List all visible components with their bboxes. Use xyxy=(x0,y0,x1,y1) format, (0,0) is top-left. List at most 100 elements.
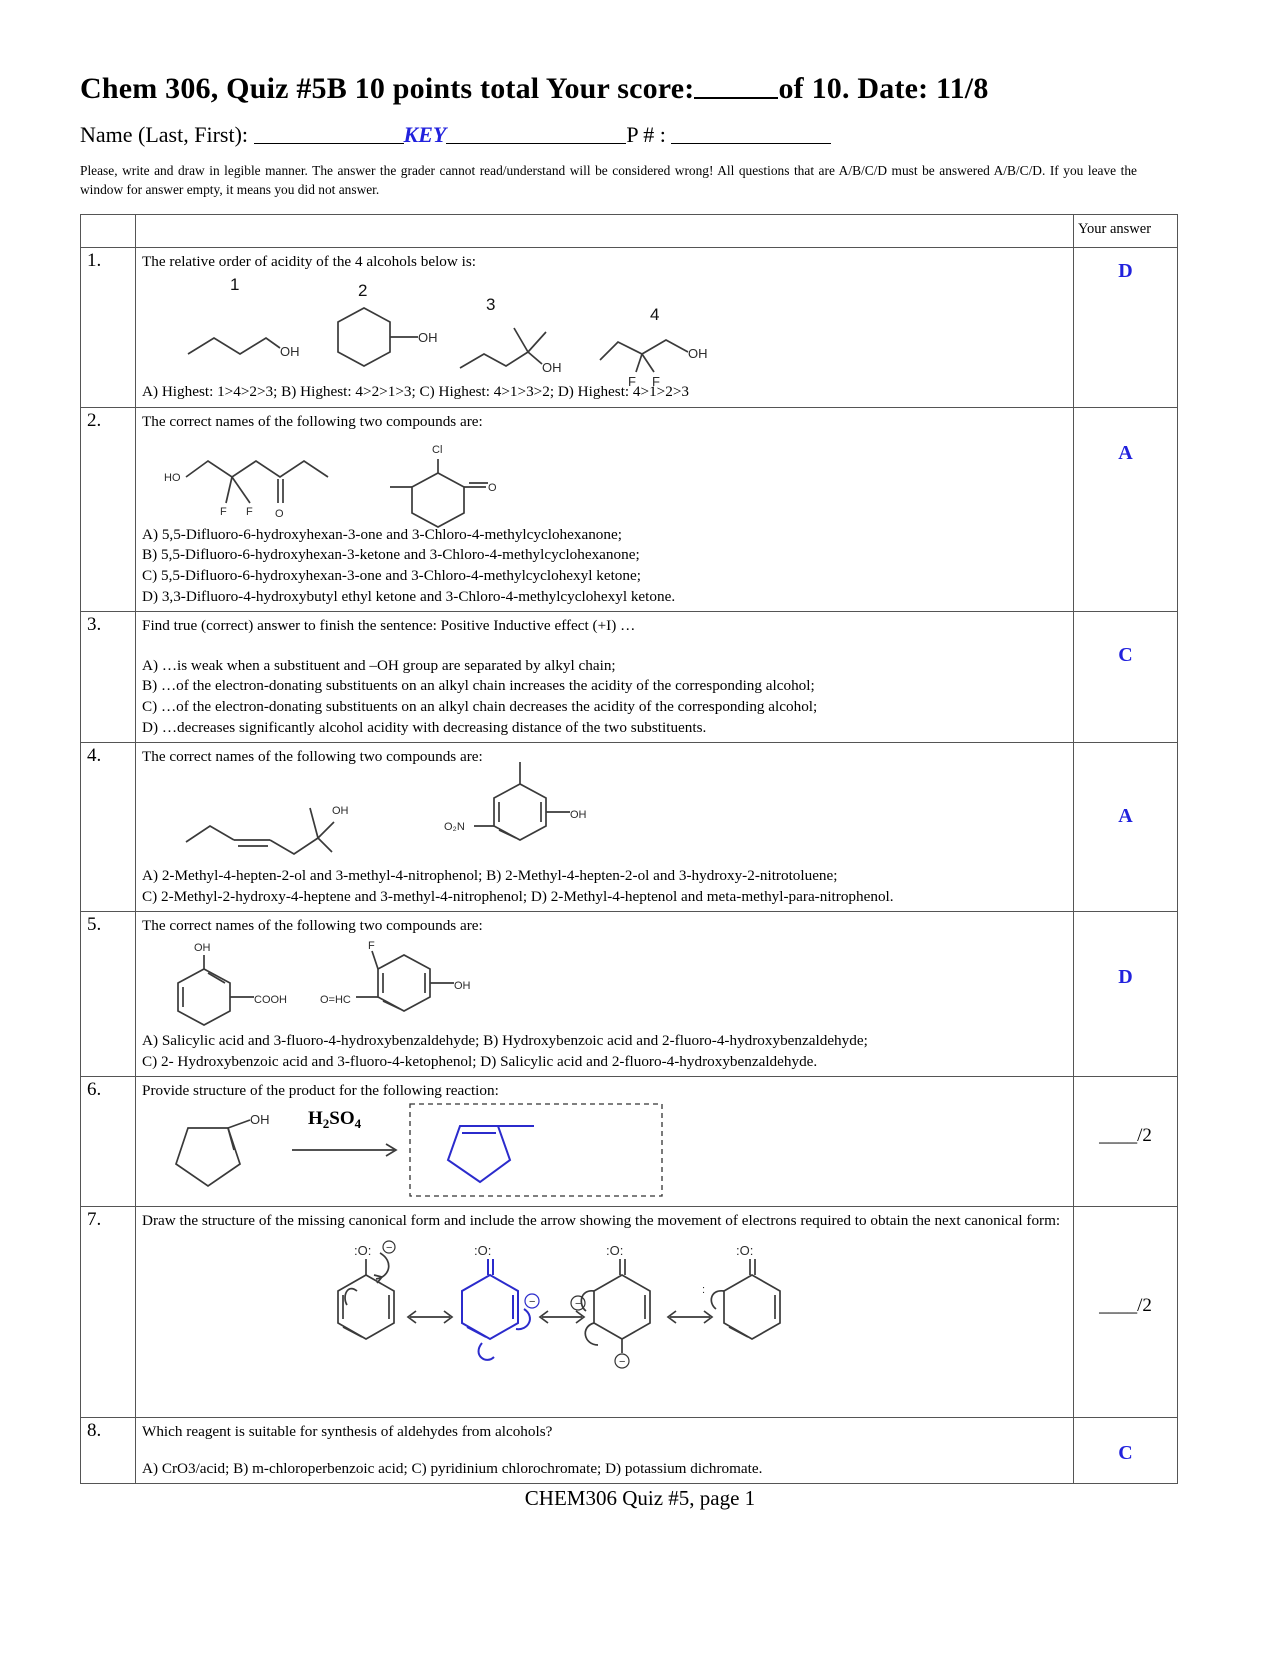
question-number: 3. xyxy=(80,611,136,744)
question-number: 5. xyxy=(80,911,136,1078)
oh-label: OH xyxy=(454,980,471,992)
option-cd: C) 2- Hydroxybenzoic acid and 3-fluoro-4… xyxy=(142,1052,818,1070)
quiz-table: Your answer 1. The relative order of aci… xyxy=(80,213,1178,1485)
table-row: 4. The correct names of the following tw… xyxy=(80,742,1178,913)
reagent-label: H2SO4 xyxy=(308,1108,362,1131)
ho-label: HO xyxy=(164,472,181,484)
pnumber-label: P # : xyxy=(626,122,666,147)
name-value: KEY xyxy=(403,122,447,147)
structure-label-2: 2 xyxy=(358,281,367,300)
cl-label: Cl xyxy=(432,444,442,456)
question-options: A) …is weak when a substituent and –OH g… xyxy=(142,656,1067,739)
oh-label: OH xyxy=(332,805,349,817)
option-d: D) 3,3-Difluoro-4-hydroxybutyl ethyl ket… xyxy=(142,587,676,605)
question-prompt: The relative order of acidity of the 4 a… xyxy=(142,252,477,270)
f-label: F xyxy=(368,940,375,952)
answer-value: ____/2 xyxy=(1099,1294,1152,1316)
table-row: 6. Provide structure of the product for … xyxy=(80,1076,1178,1207)
negative-charge: − xyxy=(575,1298,581,1310)
question-number: 1. xyxy=(80,246,136,409)
oh-label: OH xyxy=(194,942,211,954)
oh-label: OH xyxy=(250,1112,270,1127)
option-d: D) …decreases significantly alcohol acid… xyxy=(142,718,707,736)
option-cd: C) 2-Methyl-2-hydroxy-4-heptene and 3-me… xyxy=(142,887,894,905)
question-number: 4. xyxy=(80,742,136,913)
score-blank xyxy=(694,97,779,99)
oh-label: OH xyxy=(570,809,587,821)
instructions: Please, write and draw in legible manner… xyxy=(80,163,1137,198)
f-label: F xyxy=(246,506,253,518)
question-options: A) Highest: 1>4>2>3; B) Highest: 4>2>1>3… xyxy=(142,383,689,401)
answer-column-header: Your answer xyxy=(1073,213,1178,248)
f-label: F xyxy=(652,374,660,389)
pnumber-blank[interactable] xyxy=(671,143,832,144)
structure-diagram-q4: OH O₂N OH xyxy=(142,761,1067,860)
structure-diagram-q5: OH COOH O=HC F OH xyxy=(142,937,1067,1029)
question-prompt: Draw the structure of the missing canoni… xyxy=(142,1211,1061,1229)
negative-charge: − xyxy=(529,1296,535,1308)
answer-value: A xyxy=(1118,442,1133,465)
oxygen-label: :O: xyxy=(736,1243,753,1258)
option-ab: A) Salicylic acid and 3-fluoro-4-hydroxy… xyxy=(142,1031,868,1049)
structure-diagram-q6: OH H2SO4 xyxy=(142,1102,1067,1202)
o-label: O xyxy=(275,508,284,520)
structure-diagram-q2: HO F F O Cl O xyxy=(142,433,1067,528)
question-number: 8. xyxy=(80,1417,136,1485)
question-options: A) 2-Methyl-4-hepten-2-ol and 3-methyl-4… xyxy=(142,866,1067,907)
option-c: C) …of the electron-donating substituent… xyxy=(142,698,818,716)
option-b: B) 5,5-Difluoro-6-hydroxyhexan-3-ketone … xyxy=(142,546,640,564)
option-b: B) …of the electron-donating substituent… xyxy=(142,677,815,695)
answer-value: C xyxy=(1118,1442,1133,1465)
question-prompt: Provide structure of the product for the… xyxy=(142,1082,499,1100)
question-prompt: The correct names of the following two c… xyxy=(142,413,483,431)
page-title: Chem 306, Quiz #5B 10 points total Your … xyxy=(80,72,1200,106)
table-header-row: Your answer xyxy=(80,213,1178,248)
question-options: A) 5,5-Difluoro-6-hydroxyhexan-3-one and… xyxy=(142,525,1067,608)
question-prompt: The correct names of the following two c… xyxy=(142,748,483,766)
answer-box xyxy=(409,1103,663,1197)
question-prompt: Which reagent is suitable for synthesis … xyxy=(142,1423,553,1441)
header-num-cell xyxy=(80,213,136,248)
title-text-right: of 10. Date: 11/8 xyxy=(778,72,989,105)
answer-value: D xyxy=(1118,966,1133,989)
negative-charge: − xyxy=(386,1242,392,1254)
table-row: 2. The correct names of the following tw… xyxy=(80,407,1178,613)
structure-diagram-q1: 1 2 3 4 OH OH xyxy=(142,272,1067,389)
question-number: 7. xyxy=(80,1205,136,1419)
table-row: 5. The correct names of the following tw… xyxy=(80,911,1178,1078)
table-row: 7. Draw the structure of the missing can… xyxy=(80,1205,1178,1419)
structure-diagram-q7: :O: − :O: xyxy=(142,1231,1067,1413)
answer-value: D xyxy=(1118,259,1133,282)
f-label: F xyxy=(220,506,227,518)
question-prompt: The correct names of the following two c… xyxy=(142,917,483,935)
header-body-cell xyxy=(135,213,1074,248)
name-blank-left[interactable] xyxy=(253,143,404,144)
structure-label-3: 3 xyxy=(486,295,495,314)
question-prompt: Find true (correct) answer to finish the… xyxy=(142,617,636,635)
table-row: 3. Find true (correct) answer to finish … xyxy=(80,611,1178,744)
answer-value: C xyxy=(1118,644,1133,667)
question-options: A) Salicylic acid and 3-fluoro-4-hydroxy… xyxy=(142,1031,1067,1072)
answer-value: ____/2 xyxy=(1099,1125,1152,1147)
question-number: 6. xyxy=(80,1076,136,1207)
oh-label: OH xyxy=(688,346,708,361)
oxygen-label: :O: xyxy=(354,1243,371,1258)
name-line: Name (Last, First): KEY P # : xyxy=(80,122,1200,148)
name-label: Name (Last, First): xyxy=(80,122,249,147)
oxygen-label: :O: xyxy=(606,1243,623,1258)
answer-value: A xyxy=(1118,805,1133,828)
f-label: F xyxy=(628,374,636,389)
cho-label: O=HC xyxy=(320,994,351,1006)
oh-label: OH xyxy=(542,360,562,375)
question-number: 2. xyxy=(80,407,136,613)
lone-pair-dots: : xyxy=(702,1284,705,1296)
option-c: C) 5,5-Difluoro-6-hydroxyhexan-3-one and… xyxy=(142,566,641,584)
table-row: 8. Which reagent is suitable for synthes… xyxy=(80,1417,1178,1485)
cooh-label: COOH xyxy=(254,994,287,1006)
option-ab: A) 2-Methyl-4-hepten-2-ol and 3-methyl-4… xyxy=(142,866,838,884)
oxygen-label: :O: xyxy=(474,1243,491,1258)
structure-label-1: 1 xyxy=(230,275,239,294)
title-text-left: Chem 306, Quiz #5B 10 points total Your … xyxy=(80,72,695,105)
name-blank-right[interactable] xyxy=(446,143,627,144)
